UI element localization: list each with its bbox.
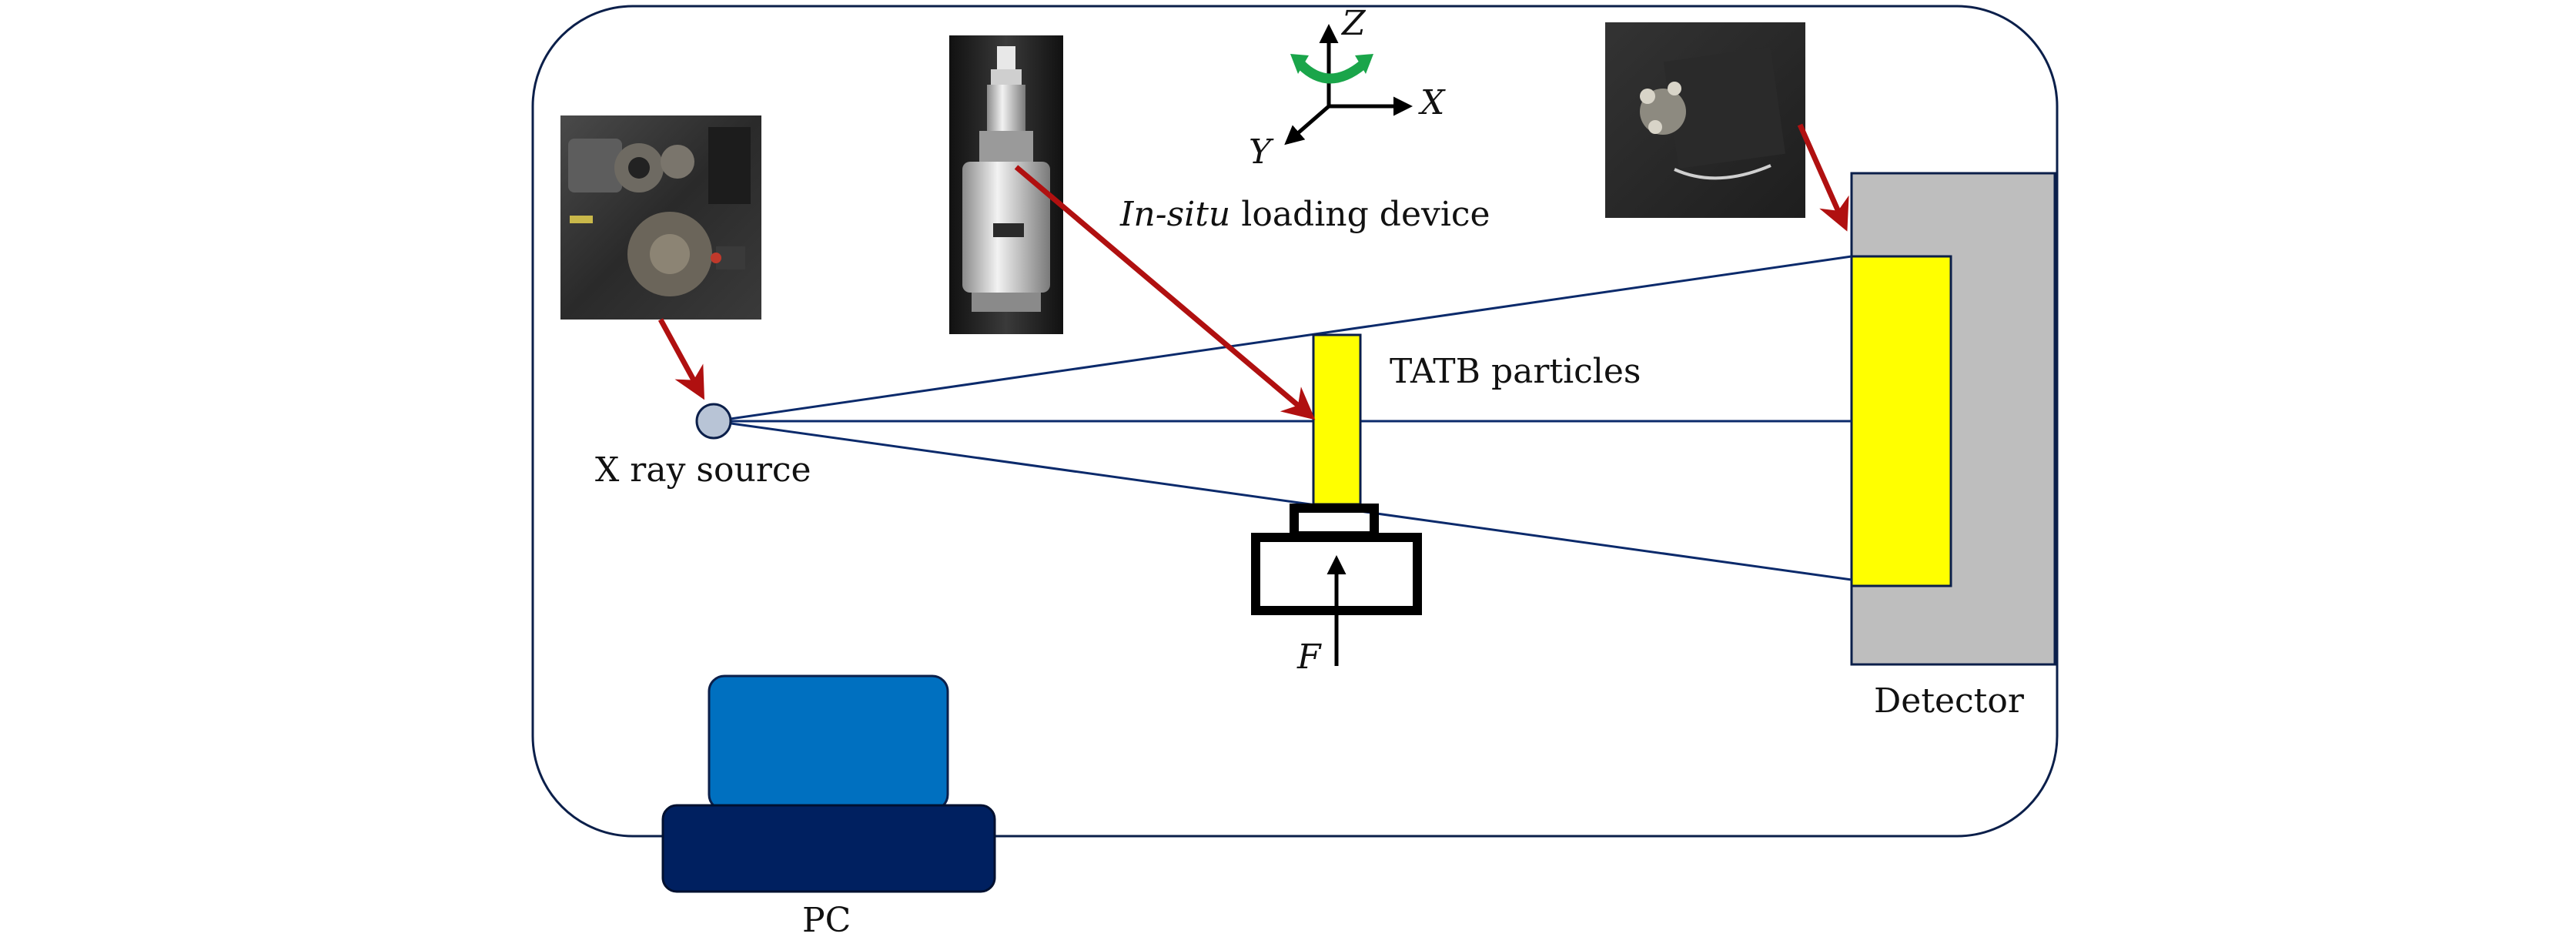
beam-lower (714, 420, 1852, 581)
arrow-to-source (657, 318, 705, 400)
xray-source-dot (695, 403, 732, 440)
pointer-arrows (657, 123, 1849, 420)
stage-top-block (1290, 504, 1379, 540)
enclosure (531, 5, 2059, 838)
label-force: F (1296, 637, 1322, 677)
xray-beam (714, 255, 1852, 581)
detector-screen (1850, 255, 1952, 587)
label-loading-device-rest: loading device (1230, 195, 1490, 234)
axis-y (1284, 105, 1330, 146)
label-tatb-particles: TATB particles (1390, 352, 1641, 391)
label-loading-device: In-situ loading device (1119, 195, 1490, 234)
axis-z-label: Z (1340, 4, 1367, 43)
arrow-to-detector (1797, 123, 1849, 232)
label-pc: PC (802, 901, 851, 940)
axis-x-label: X (1418, 83, 1446, 122)
sample-tatb (1312, 333, 1362, 506)
rotation-arrowhead-left (1290, 54, 1309, 74)
label-xray-source: X ray source (595, 450, 811, 490)
label-detector: Detector (1874, 681, 2025, 721)
photo-detector-equipment (1605, 22, 1805, 218)
rotation-arrowhead-right (1355, 54, 1373, 74)
photo-in-situ-loading-device (949, 35, 1063, 334)
axis-y-label: Y (1249, 132, 1274, 172)
rotation-arrow-icon (1296, 59, 1368, 84)
label-loading-device-italic: In-situ (1119, 195, 1230, 234)
photo-xray-source-equipment (560, 115, 761, 320)
pc-base (661, 804, 996, 893)
beam-upper (714, 255, 1852, 423)
pc-monitor (708, 674, 949, 811)
coordinate-axes (1284, 24, 1413, 146)
arrow-to-sample (1014, 165, 1316, 420)
